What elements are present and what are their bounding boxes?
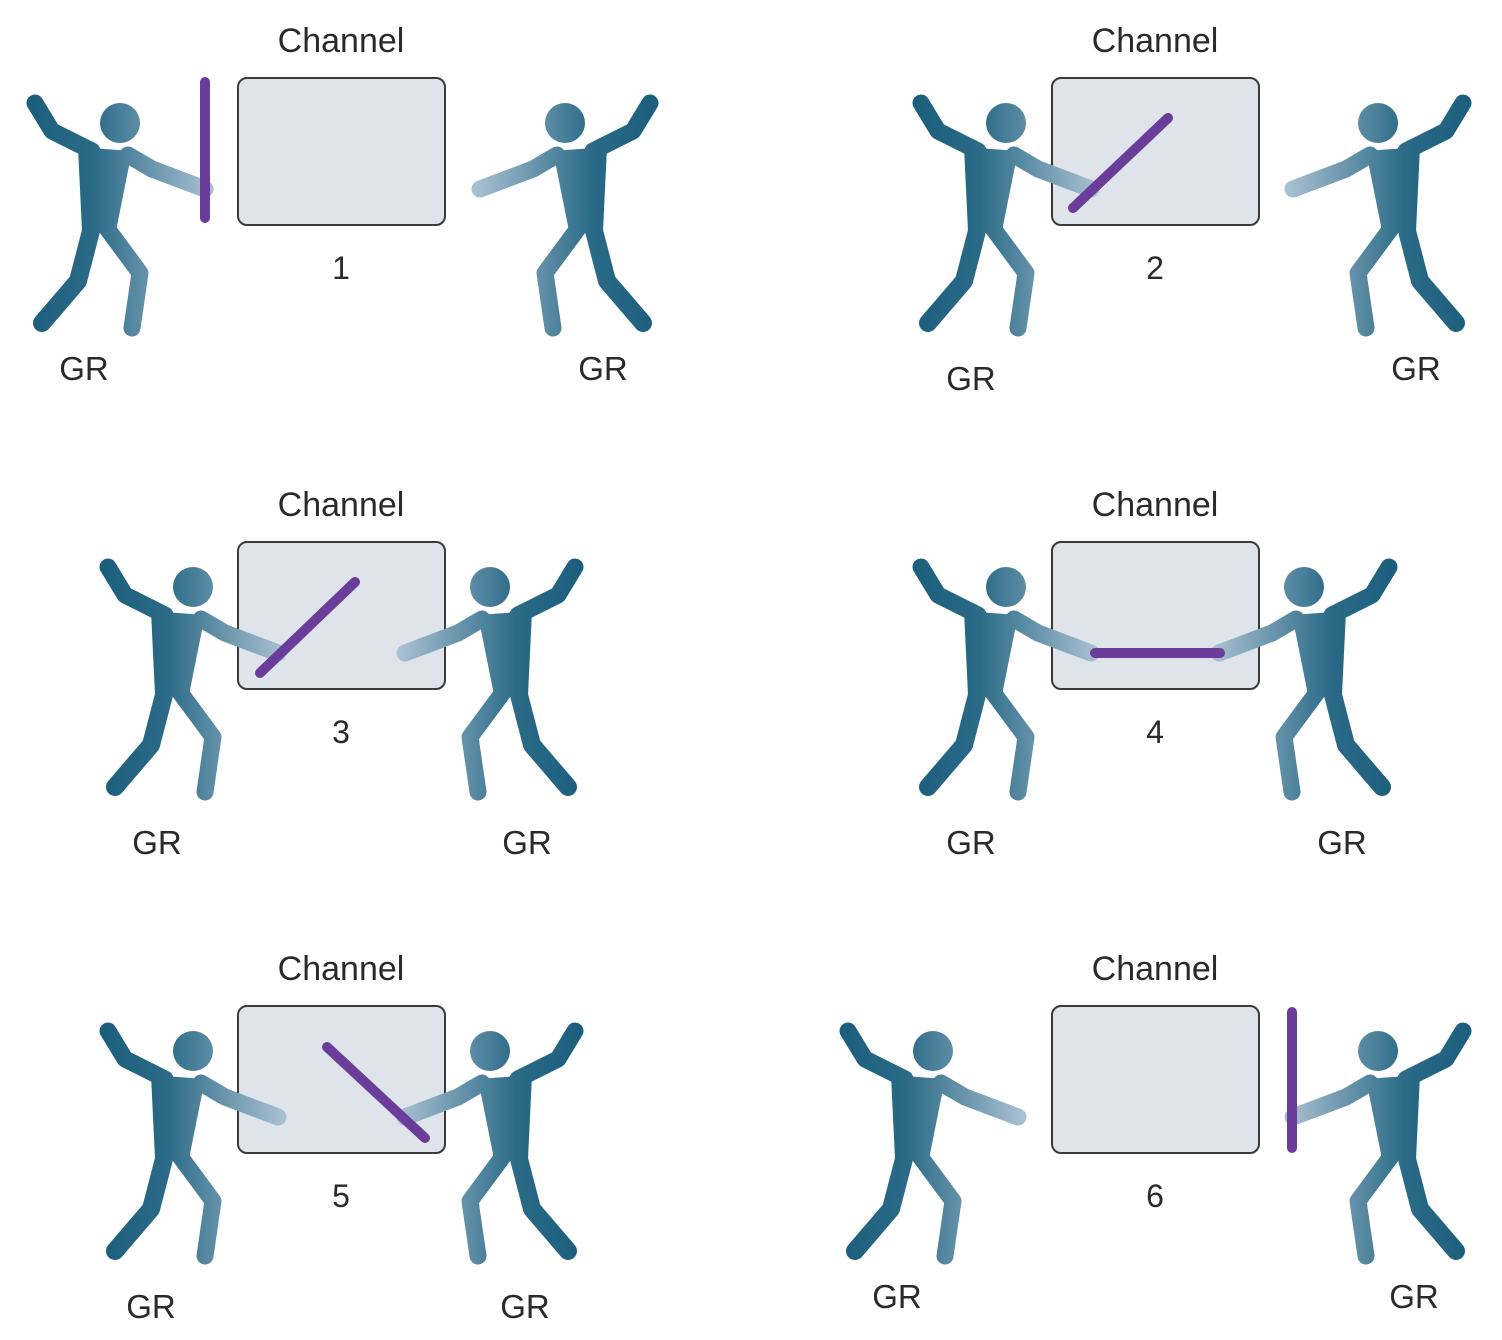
baton-bar: [255, 577, 360, 678]
right-gr-label: GR: [1317, 824, 1367, 861]
right-person-figure-icon: [480, 103, 650, 328]
panel-1: Channel 1GR GR: [35, 22, 650, 387]
channel-title: Channel: [1092, 950, 1219, 988]
panel-2: Channel 2GR GR: [921, 22, 1463, 397]
channel-box: [1051, 1005, 1260, 1154]
left-person-figure-icon: [848, 1031, 1018, 1256]
channel-box: [237, 541, 446, 690]
panel-number: 6: [1146, 1178, 1164, 1214]
left-gr-label: GR: [132, 824, 182, 861]
baton-bar: [1068, 113, 1173, 213]
right-gr-label: GR: [1391, 350, 1441, 387]
channel-title: Channel: [1092, 22, 1219, 60]
channel-box: [237, 77, 446, 226]
channel-box: [1051, 77, 1260, 226]
right-gr-label: GR: [578, 350, 628, 387]
panel-number: 5: [332, 1178, 350, 1214]
panel-number: 1: [332, 250, 350, 286]
panel-5: Channel 5GR GR: [108, 950, 575, 1325]
channel-title: Channel: [278, 22, 405, 60]
channel-title: Channel: [1092, 486, 1219, 524]
panel-number: 3: [332, 714, 350, 750]
panel-number: 2: [1146, 250, 1164, 286]
left-person-figure-icon: [35, 103, 205, 328]
channel-box: [237, 1005, 446, 1154]
right-gr-label: GR: [500, 1288, 550, 1325]
panel-6: Channel 6GR GR: [848, 950, 1463, 1315]
left-gr-label: GR: [946, 824, 996, 861]
channel-box: [1051, 541, 1260, 690]
right-gr-label: GR: [1389, 1278, 1439, 1315]
left-gr-label: GR: [126, 1288, 176, 1325]
right-person-figure-icon: [1293, 103, 1463, 328]
panel-number: 4: [1146, 714, 1164, 750]
baton-bar: [322, 1042, 430, 1143]
channel-title: Channel: [278, 486, 405, 524]
panel-3: Channel 3GR GR: [108, 486, 575, 861]
panel-4: Channel 4GR GR: [921, 486, 1389, 861]
left-gr-label: GR: [946, 360, 996, 397]
left-gr-label: GR: [59, 350, 109, 387]
channel-title: Channel: [278, 950, 405, 988]
left-gr-label: GR: [872, 1278, 922, 1315]
right-gr-label: GR: [502, 824, 552, 861]
right-person-figure-icon: [1293, 1031, 1463, 1256]
